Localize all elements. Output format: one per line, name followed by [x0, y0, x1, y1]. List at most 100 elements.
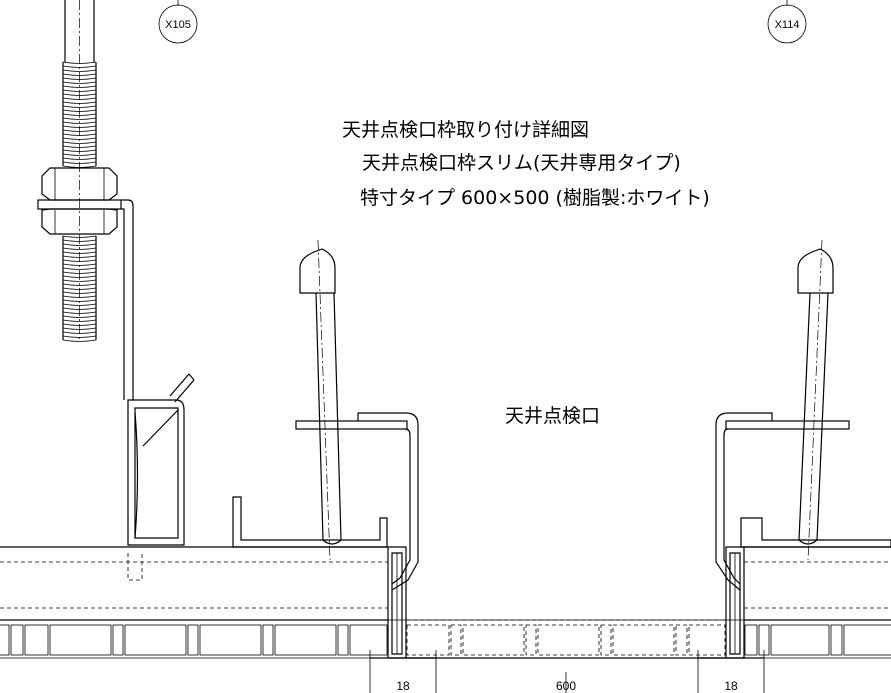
ceiling-block — [758, 624, 770, 656]
thread-line — [62, 323, 97, 326]
right-frame-bolt — [797, 239, 834, 561]
thread-line — [62, 259, 97, 262]
thread-line — [62, 327, 97, 330]
thread-line — [62, 335, 97, 338]
thread-line — [62, 97, 97, 100]
hex-nut — [41, 167, 118, 201]
bolt-thread-lower — [62, 235, 97, 342]
ceiling-block — [450, 624, 462, 656]
thread-line — [62, 105, 97, 108]
thread-line — [62, 299, 97, 302]
grid-bubble-right-label: X114 — [775, 19, 800, 31]
title-line-2: 天井点検口枠スリム(天井専用タイプ) — [362, 152, 681, 174]
thread-line — [62, 303, 97, 306]
ceiling-block — [744, 624, 758, 656]
thread-line — [62, 141, 97, 144]
thread-line — [62, 271, 97, 274]
ceiling-block — [688, 624, 726, 656]
grid-bubble-right: X114 — [767, 0, 807, 44]
ceiling-block — [199, 624, 262, 656]
ceiling-block — [187, 624, 199, 656]
ceiling-block — [337, 624, 349, 656]
ceiling-block — [770, 624, 830, 656]
thread-line — [62, 275, 97, 278]
ceiling-block — [843, 624, 891, 656]
thread-line — [62, 81, 97, 84]
thread-line — [62, 239, 97, 242]
channel-clip — [127, 373, 195, 581]
ceiling-block — [10, 624, 24, 656]
opening-label: 天井点検口 — [505, 405, 600, 427]
grid-bubble-left: X105 — [158, 0, 198, 44]
thread-line — [62, 331, 97, 334]
ceiling-board — [0, 546, 891, 621]
ceiling-block — [830, 624, 843, 656]
thread-line — [62, 133, 97, 136]
ceiling-block — [124, 624, 187, 656]
thread-line — [62, 113, 97, 116]
thread-line — [62, 93, 97, 96]
thread-line — [62, 149, 97, 152]
thread-line — [62, 319, 97, 322]
thread-line — [62, 283, 97, 286]
hanger-bracket — [121, 199, 134, 400]
thread-line — [62, 243, 97, 246]
thread-line — [62, 121, 97, 124]
ceiling-block — [600, 624, 612, 656]
thread-line — [62, 117, 97, 120]
thread-line — [62, 153, 97, 156]
ceiling-block — [612, 624, 675, 656]
thread-line — [62, 109, 97, 112]
ceiling-block — [0, 624, 10, 656]
title-line-3: 特寸タイプ 600×500 (樹脂製:ホワイト) — [360, 187, 710, 209]
thread-line — [62, 255, 97, 258]
thread-line — [62, 251, 97, 254]
ceiling-block — [537, 624, 600, 656]
thread-line — [62, 129, 97, 132]
ceiling-grid-blocks — [0, 619, 891, 659]
ceiling-block — [112, 624, 124, 656]
thread-line — [62, 89, 97, 92]
inspection-lid — [406, 619, 726, 659]
thread-line — [62, 65, 97, 68]
thread-line — [62, 247, 97, 250]
ceiling-block — [274, 624, 337, 656]
grid-bubble-left-label: X105 — [165, 19, 191, 31]
thread-line — [62, 295, 97, 298]
thread-line — [62, 307, 97, 310]
thread-line — [62, 85, 97, 88]
hanger-bolt — [37, 0, 122, 342]
thread-line — [62, 291, 97, 294]
ceiling-block — [49, 624, 112, 656]
thread-line — [62, 279, 97, 282]
dim-right-frame: 18 — [724, 679, 738, 693]
thread-line — [62, 101, 97, 104]
drawing-title: 天井点検口枠取り付け詳細図 天井点検口枠スリム(天井専用タイプ) 特寸タイプ 6… — [342, 119, 710, 209]
thread-line — [62, 125, 97, 128]
ceiling-block — [462, 624, 525, 656]
dim-opening-width: 600 — [556, 679, 576, 693]
bolt-thread-upper — [62, 61, 97, 168]
thread-line — [62, 267, 97, 270]
dim-left-frame: 18 — [396, 679, 410, 693]
thread-line — [62, 311, 97, 314]
thread-line — [62, 161, 97, 164]
thread-line — [62, 339, 97, 342]
thread-line — [62, 69, 97, 72]
ceiling-block — [525, 624, 537, 656]
ceiling-block — [675, 624, 688, 656]
thread-line — [62, 157, 97, 160]
thread-line — [62, 235, 97, 238]
ceiling-block — [24, 624, 49, 656]
thread-line — [62, 263, 97, 266]
dimension-row: 18 600 18 — [396, 672, 738, 693]
ceiling-block — [406, 624, 450, 656]
ceiling-block — [262, 624, 274, 656]
thread-line — [62, 137, 97, 140]
thread-line — [62, 315, 97, 318]
thread-line — [62, 61, 97, 64]
title-line-1: 天井点検口枠取り付け詳細図 — [342, 119, 589, 141]
thread-line — [62, 145, 97, 148]
left-frame-bolt — [299, 239, 342, 561]
